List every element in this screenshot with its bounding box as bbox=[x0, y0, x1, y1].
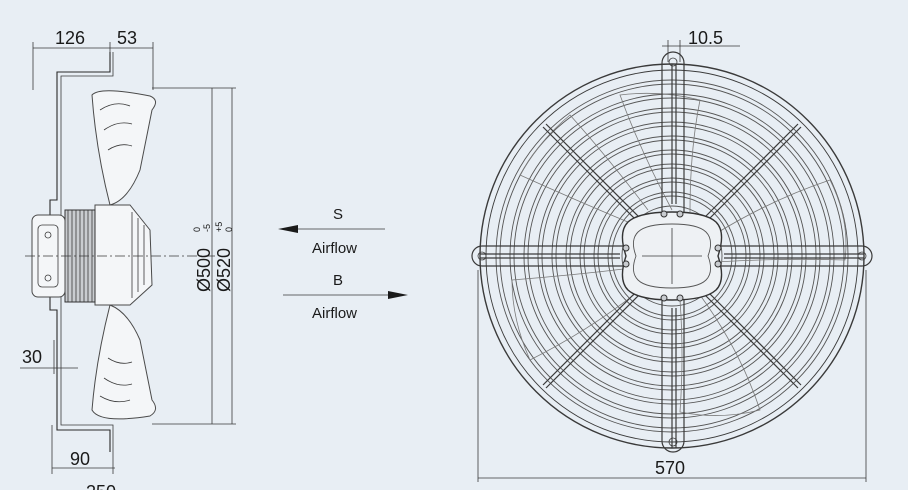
cap-screw-top bbox=[44, 231, 52, 239]
cap-screw-bottom bbox=[44, 274, 52, 282]
dia-520-tol-bottom: 0 bbox=[224, 227, 234, 232]
front-view: 10.5 bbox=[471, 28, 873, 482]
hub-ribs bbox=[131, 212, 145, 298]
hub-bolt-6 bbox=[622, 260, 630, 268]
blade-lower-slot-1 bbox=[99, 395, 131, 403]
hub-plate-inner bbox=[633, 223, 711, 289]
rail-hole-left bbox=[477, 251, 487, 261]
dia-500-label: Ø500 bbox=[194, 248, 214, 292]
dim-90: 90 bbox=[70, 449, 90, 469]
blade-upper-slot-3 bbox=[107, 144, 133, 151]
dia-520-label: Ø520 bbox=[214, 248, 234, 292]
dia-500-tol-top: 0 bbox=[192, 227, 202, 232]
rail-hole-top bbox=[668, 57, 678, 67]
hub-bolt-2 bbox=[676, 210, 684, 218]
hub-bolt-8 bbox=[714, 260, 722, 268]
hub-cone bbox=[94, 204, 153, 306]
dim-53: 53 bbox=[117, 28, 137, 48]
hub-bolt-7 bbox=[714, 244, 722, 252]
hub-bolt-1 bbox=[660, 210, 668, 218]
blade-lower-slot-2 bbox=[103, 377, 133, 386]
airflow-b-letter: B bbox=[333, 272, 343, 289]
blade-upper-slot-1 bbox=[99, 103, 131, 111]
dim-570: 570 bbox=[655, 458, 685, 478]
airflow-s-arrowhead bbox=[278, 225, 298, 233]
airflow-legend: S Airflow B Airflow bbox=[278, 206, 408, 322]
dim-10-5: 10.5 bbox=[688, 28, 723, 48]
blade-upper bbox=[91, 90, 156, 206]
side-view: 126 53 Ø500 0 -5 Ø520 +5 bbox=[20, 28, 236, 490]
dim-250-partial: 250 bbox=[86, 482, 116, 490]
blade-upper-slot-2 bbox=[103, 122, 133, 131]
airflow-b-label: Airflow bbox=[312, 305, 357, 322]
dim-30: 30 bbox=[22, 347, 42, 367]
hub-bolt-4 bbox=[676, 294, 684, 302]
rail-hole-right bbox=[857, 251, 867, 261]
airflow-s-letter: S bbox=[333, 206, 343, 223]
blade-lower bbox=[91, 304, 156, 420]
blade-lower-slot-3 bbox=[107, 357, 133, 364]
rail-hole-bottom bbox=[668, 437, 678, 447]
dim-126: 126 bbox=[55, 28, 85, 48]
dia-520-tol-top: +5 bbox=[214, 222, 224, 232]
hub-bolt-3 bbox=[660, 294, 668, 302]
airflow-b-arrowhead bbox=[388, 291, 408, 299]
dia-500-tol-bottom: -5 bbox=[202, 224, 212, 232]
hub-bolt-5 bbox=[622, 244, 630, 252]
front-blades bbox=[511, 92, 847, 416]
airflow-s-label: Airflow bbox=[312, 240, 357, 257]
guard-spokes bbox=[480, 64, 864, 448]
